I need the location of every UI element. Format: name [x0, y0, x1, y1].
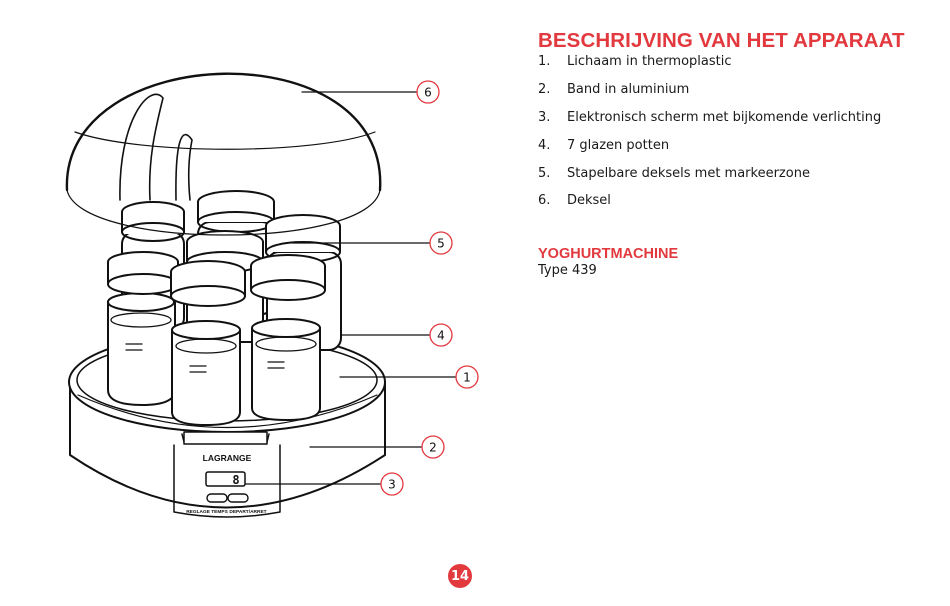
- callout-5-label: 5: [437, 237, 445, 251]
- start-stop-label: DEPART/ARRET: [229, 509, 266, 515]
- dome-lid: [65, 72, 382, 236]
- yoghurt-maker-diagram: LAGRANGE 8 REGLAGE TEMPS DEPART/ARRET: [65, 72, 479, 518]
- callout-lines: [244, 91, 457, 485]
- callout-5: [429, 231, 453, 255]
- page-title: BESCHRIJVING VAN HET APPARAAT: [538, 28, 905, 52]
- control-panel: LAGRANGE 8 REGLAGE TEMPS DEPART/ARRET: [173, 444, 281, 518]
- model-type: Type 439: [538, 263, 597, 278]
- display-digit: 8: [232, 473, 239, 487]
- item-number: 3.: [538, 109, 551, 125]
- item-label: Lichaam in thermoplastic: [567, 54, 732, 70]
- callout-1: [455, 365, 479, 389]
- list-item: 2. Band in aluminium: [538, 76, 881, 104]
- item-label: 7 glazen potten: [567, 137, 670, 153]
- callout-2-label: 2: [429, 441, 437, 455]
- page-number: 14: [448, 564, 472, 588]
- item-number: 6.: [538, 193, 551, 209]
- callout-1-label: 1: [463, 371, 471, 385]
- display-screen: [205, 471, 246, 487]
- list-item: 4. 7 glazen potten: [538, 131, 881, 159]
- item-number: 5.: [538, 165, 551, 181]
- callout-6-label: 6: [424, 86, 432, 100]
- list-item: 3. Elektronisch scherm met bijkomende ver…: [538, 104, 881, 132]
- item-label: Elektronisch scherm met bijkomende verli…: [567, 109, 882, 125]
- brand-logo: LAGRANGE: [203, 453, 252, 463]
- list-item: 6. Deksel: [538, 187, 881, 215]
- callout-4: [429, 323, 453, 347]
- time-button[interactable]: [206, 493, 228, 503]
- callout-2: [421, 435, 445, 459]
- callout-4-label: 4: [437, 329, 445, 343]
- item-label: Deksel: [567, 193, 611, 209]
- jars-front-row: [107, 251, 326, 426]
- callout-6: [416, 80, 440, 104]
- start-stop-button[interactable]: [227, 493, 249, 503]
- time-button-label: REGLAGE TEMPS: [186, 509, 228, 515]
- item-label: Stapelbare deksels met markeerzone: [567, 165, 810, 181]
- parts-list: 1. Lichaam in thermoplastic 2. Band in alu…: [538, 48, 881, 215]
- callouts: [380, 80, 479, 496]
- callout-3: [380, 472, 404, 496]
- item-number: 4.: [538, 137, 551, 153]
- item-number: 1.: [538, 54, 551, 70]
- item-label: Band in aluminium: [567, 82, 690, 98]
- list-item: 1. Lichaam in thermoplastic: [538, 48, 881, 76]
- item-number: 2.: [538, 82, 551, 98]
- callout-3-label: 3: [388, 478, 396, 492]
- product-heading: YOGHURTMACHINE: [538, 246, 679, 263]
- list-item: 5. Stapelbare deksels met markeerzone: [538, 159, 881, 187]
